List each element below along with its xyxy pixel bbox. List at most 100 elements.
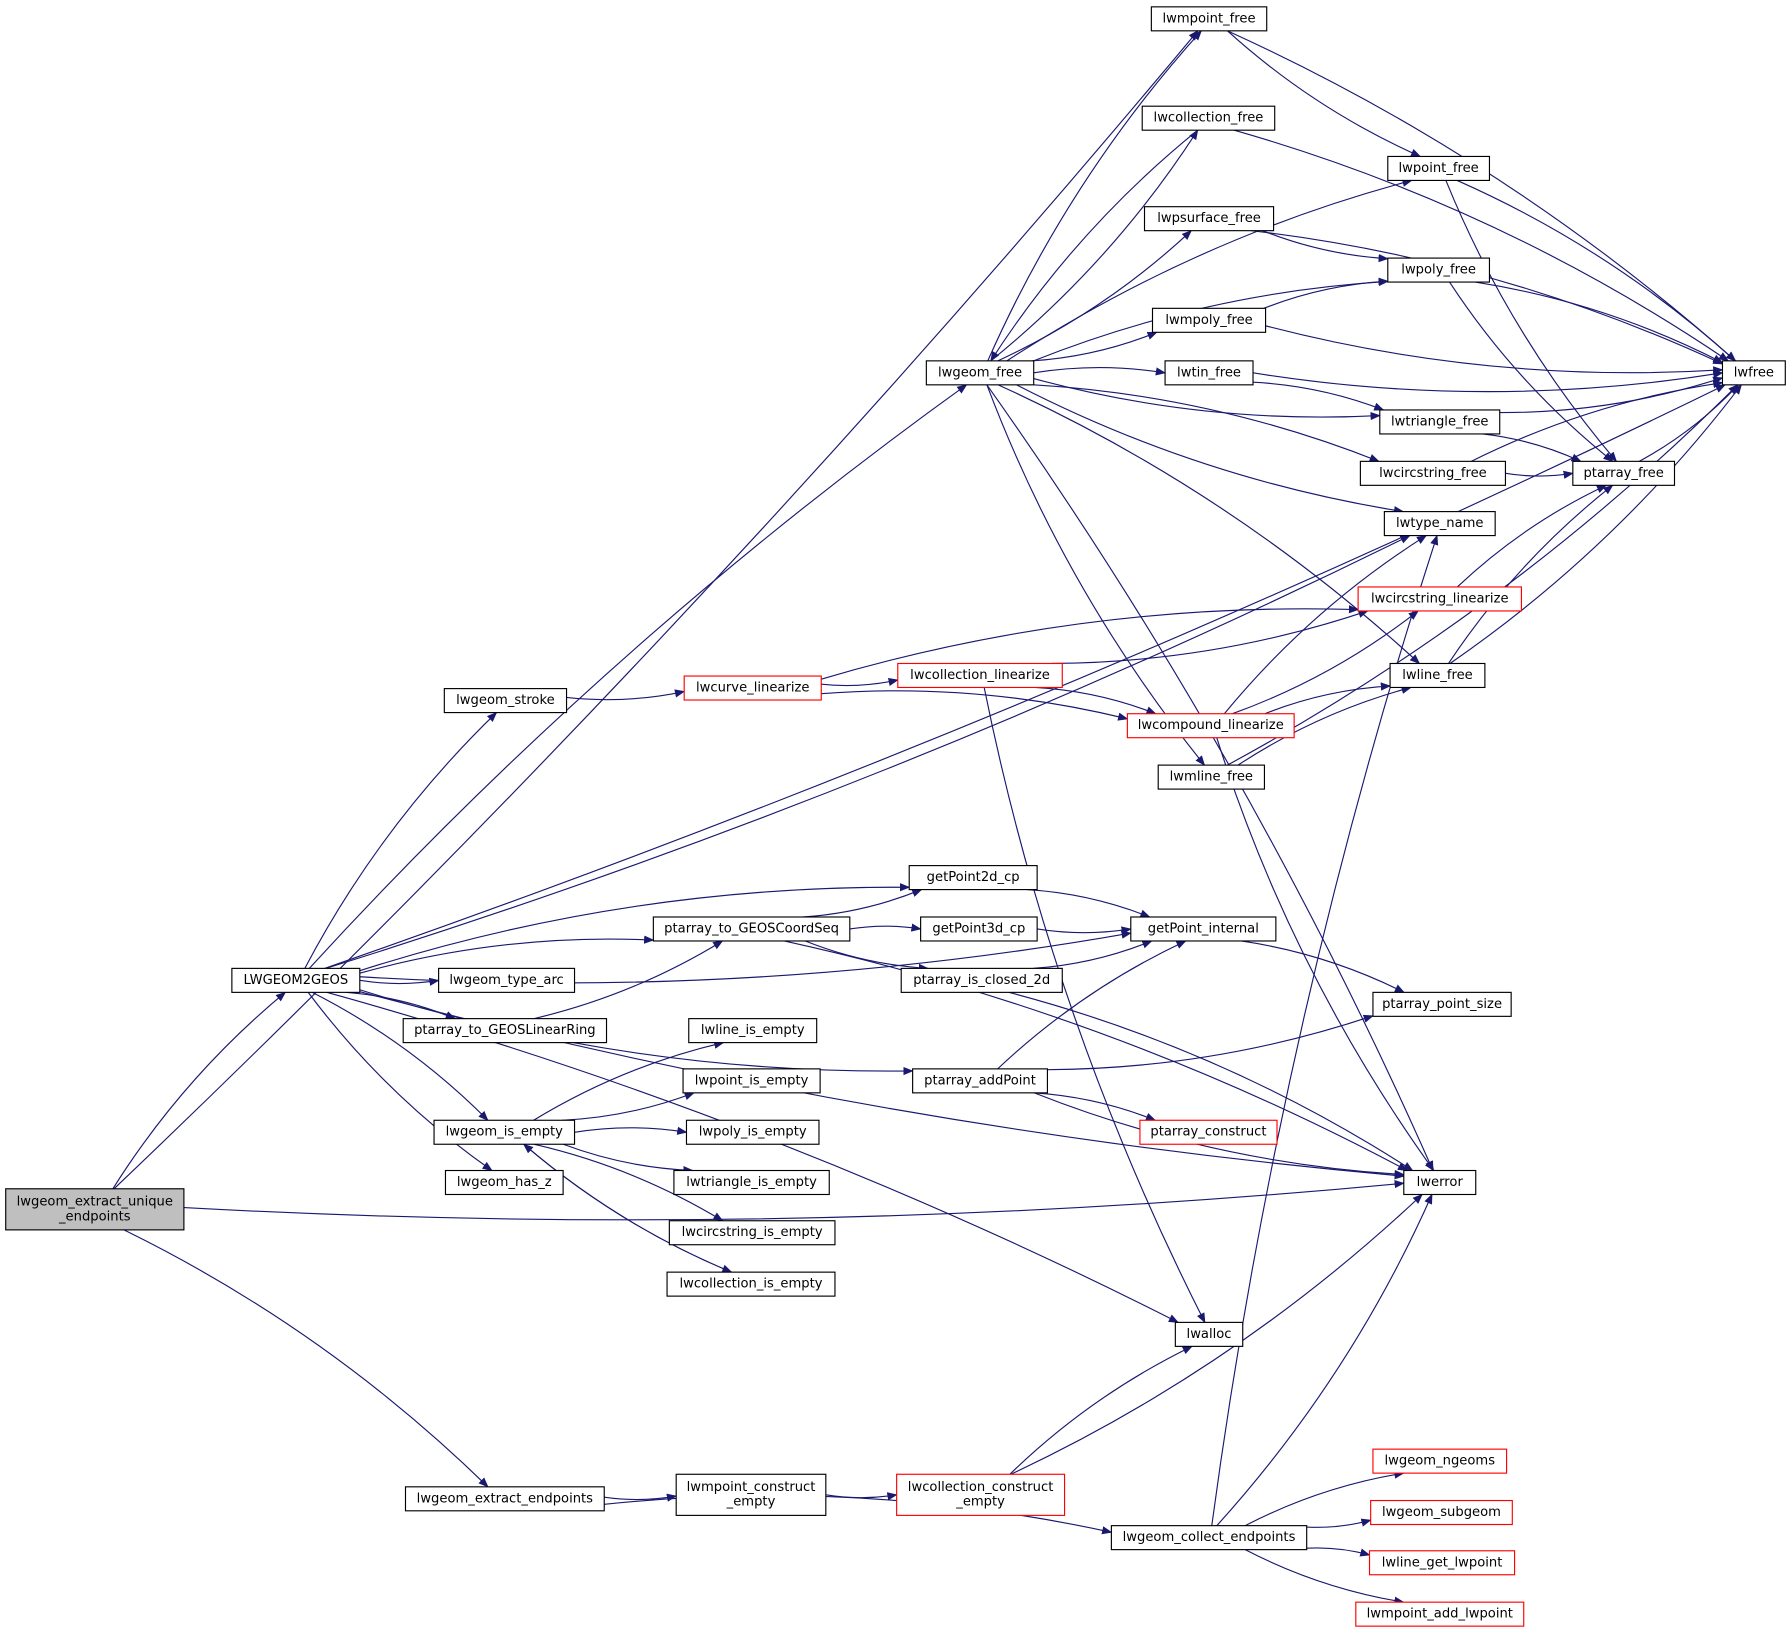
- function-node-lwcollection-free[interactable]: lwcollection_free: [1141, 105, 1276, 131]
- function-node-lwgeom-stroke[interactable]: lwgeom_stroke: [443, 688, 568, 714]
- node-label: lwmpoint_construct: [687, 1480, 816, 1495]
- node-box: [438, 967, 576, 993]
- call-edge: [312, 991, 489, 1121]
- function-node-lwtriangle-is-empty[interactable]: lwtriangle_is_empty: [673, 1169, 830, 1196]
- node-box: [1157, 764, 1266, 790]
- node-label: _endpoints: [58, 1209, 131, 1224]
- function-node-lwgeom-has-z[interactable]: lwgeom_has_z: [444, 1169, 564, 1196]
- function-node-lwgeom-collect-endpoints[interactable]: lwgeom_collect_endpoints: [1110, 1525, 1308, 1551]
- edge-line: [325, 535, 1411, 969]
- node-label: LWGEOM2GEOS: [243, 973, 348, 988]
- function-node-lwline-free[interactable]: lwline_free: [1389, 662, 1486, 689]
- function-node-ptarray-to-geoslinearring[interactable]: ptarray_to_GEOSLinearRing: [402, 1018, 608, 1044]
- function-node-lwgeom-ngeoms[interactable]: lwgeom_ngeoms: [1372, 1448, 1508, 1474]
- edge-line: [1449, 281, 1614, 462]
- function-node-lwtype-name[interactable]: lwtype_name: [1383, 511, 1496, 537]
- function-node-lwtin-free[interactable]: lwtin_free: [1164, 360, 1254, 386]
- call-edge: [1475, 281, 1724, 364]
- function-node-ptarray-point-size[interactable]: ptarray_point_size: [1372, 991, 1512, 1017]
- edge-line: [112, 991, 287, 1190]
- function-node-lwline-is-empty[interactable]: lwline_is_empty: [688, 1018, 818, 1044]
- function-node-root[interactable]: lwgeom_extract_unique_endpoints: [5, 1188, 185, 1231]
- call-edge: [990, 129, 1199, 362]
- function-node-lwpoly-free[interactable]: lwpoly_free: [1387, 257, 1491, 283]
- edge-line: [561, 1092, 695, 1121]
- function-node-getpoint-internal[interactable]: getPoint_internal: [1130, 916, 1277, 942]
- node-label: lwgeom_type_arc: [449, 973, 563, 988]
- edge-line: [990, 129, 1199, 362]
- function-node-lwmline-free[interactable]: lwmline_free: [1157, 764, 1266, 790]
- function-node-lwcircstring-free[interactable]: lwcircstring_free: [1359, 460, 1507, 486]
- function-node-ptarray-construct[interactable]: ptarray_construct: [1139, 1119, 1278, 1145]
- function-node-getpoint2d-cp[interactable]: getPoint2d_cp: [908, 865, 1038, 891]
- function-node-lwcircstring-linearize[interactable]: lwcircstring_linearize: [1357, 586, 1523, 612]
- function-node-lwcollection-is-empty[interactable]: lwcollection_is_empty: [666, 1271, 836, 1297]
- function-node-ptarray-free[interactable]: ptarray_free: [1572, 460, 1676, 486]
- function-node-lwfree[interactable]: lwfree: [1721, 360, 1786, 386]
- edge-line: [1244, 1470, 1405, 1527]
- edge-line: [1033, 367, 1167, 376]
- node-label: lwcircstring_is_empty: [682, 1225, 823, 1240]
- function-node-getpoint3d-cp[interactable]: getPoint3d_cp: [920, 916, 1038, 942]
- function-node-lwgeom-free[interactable]: lwgeom_free: [925, 360, 1035, 386]
- function-node-lwerror[interactable]: lwerror: [1403, 1169, 1477, 1196]
- node-box: [1141, 105, 1276, 131]
- call-edge: [997, 940, 1187, 1070]
- call-edge: [359, 883, 911, 972]
- call-edge: [1244, 1549, 1405, 1605]
- node-box: [900, 967, 1063, 993]
- function-node-lwgeom-subgeom[interactable]: lwgeom_subgeom: [1370, 1499, 1513, 1526]
- function-node-lwgeom-type-arc[interactable]: lwgeom_type_arc: [438, 967, 576, 993]
- node-box: [443, 688, 568, 714]
- edge-line: [1227, 30, 1422, 157]
- node-label: lwtriangle_is_empty: [686, 1175, 817, 1190]
- function-node-lwalloc[interactable]: lwalloc: [1174, 1321, 1244, 1347]
- call-edge: [821, 690, 1129, 721]
- edge-line: [1264, 682, 1392, 715]
- node-label: ptarray_construct: [1150, 1125, 1266, 1140]
- function-node-lwline-get-lwpoint[interactable]: lwline_get_lwpoint: [1368, 1550, 1516, 1576]
- function-node-lwpoint-is-empty[interactable]: lwpoint_is_empty: [682, 1068, 821, 1094]
- edge-line: [345, 991, 456, 1020]
- edge-line: [997, 384, 1421, 665]
- function-node-lwgeom2geos[interactable]: LWGEOM2GEOS: [231, 967, 361, 993]
- call-edge: [1241, 940, 1405, 993]
- function-node-lwmpoint-add-lwpoint[interactable]: lwmpoint_add_lwpoint: [1355, 1601, 1525, 1627]
- edge-line: [1482, 433, 1582, 462]
- node-box: [1389, 662, 1486, 689]
- function-node-lwpoint-free-m[interactable]: lwmpoint_free: [1150, 6, 1268, 32]
- function-node-ptarray-addpoint[interactable]: ptarray_addPoint: [912, 1068, 1048, 1094]
- edge-line: [1033, 1092, 1157, 1121]
- call-edge: [1252, 381, 1385, 411]
- function-node-lwmpoint-construct-empty[interactable]: lwmpoint_construct_empty: [675, 1473, 827, 1516]
- node-label: lwcollection_linearize: [910, 668, 1050, 683]
- function-node-lwtriangle-free[interactable]: lwtriangle_free: [1379, 409, 1501, 435]
- function-node-lwgeom-is-empty[interactable]: lwgeom_is_empty: [433, 1119, 576, 1145]
- function-node-lwcollection-construct-empty[interactable]: lwcollection_construct_empty: [896, 1473, 1066, 1516]
- call-edge: [1033, 277, 1389, 362]
- call-edge: [1306, 1518, 1372, 1528]
- function-node-lwcurve-linearize[interactable]: lwcurve_linearize: [683, 675, 822, 701]
- function-node-lwcompound-linearize[interactable]: lwcompound_linearize: [1126, 713, 1295, 739]
- edge-line: [1252, 370, 1724, 393]
- edge-line: [1445, 180, 1618, 463]
- edge-line: [312, 991, 489, 1121]
- call-edge: [990, 129, 1199, 362]
- function-node-lwpoint-free[interactable]: lwpoint_free: [1387, 155, 1491, 182]
- node-box: [1139, 1119, 1278, 1145]
- function-node-lwpsurface-free[interactable]: lwpsurface_free: [1143, 206, 1275, 232]
- function-node-lwpoly-is-empty[interactable]: lwpoly_is_empty: [685, 1119, 820, 1145]
- node-label: ptarray_free: [1583, 466, 1663, 481]
- function-node-ptarray-is-closed-2d[interactable]: ptarray_is_closed_2d: [900, 967, 1063, 993]
- function-node-lwcollection-linearize[interactable]: lwcollection_linearize: [897, 662, 1063, 689]
- node-box: [666, 1271, 836, 1297]
- edge-line: [1227, 384, 1739, 766]
- call-edge: [1033, 384, 1380, 462]
- function-node-lwcircstring-is-empty[interactable]: lwcircstring_is_empty: [668, 1220, 836, 1246]
- function-node-lwgeom-extract-endpoints[interactable]: lwgeom_extract_endpoints: [404, 1486, 605, 1512]
- function-node-lwmpoly-free[interactable]: lwmpoly_free: [1151, 307, 1267, 333]
- node-box: [925, 360, 1035, 386]
- edge-line: [1456, 179, 1737, 362]
- function-node-ptarray-to-geoscoordseq[interactable]: ptarray_to_GEOSCoordSeq: [652, 916, 851, 942]
- edge-line: [1033, 277, 1389, 362]
